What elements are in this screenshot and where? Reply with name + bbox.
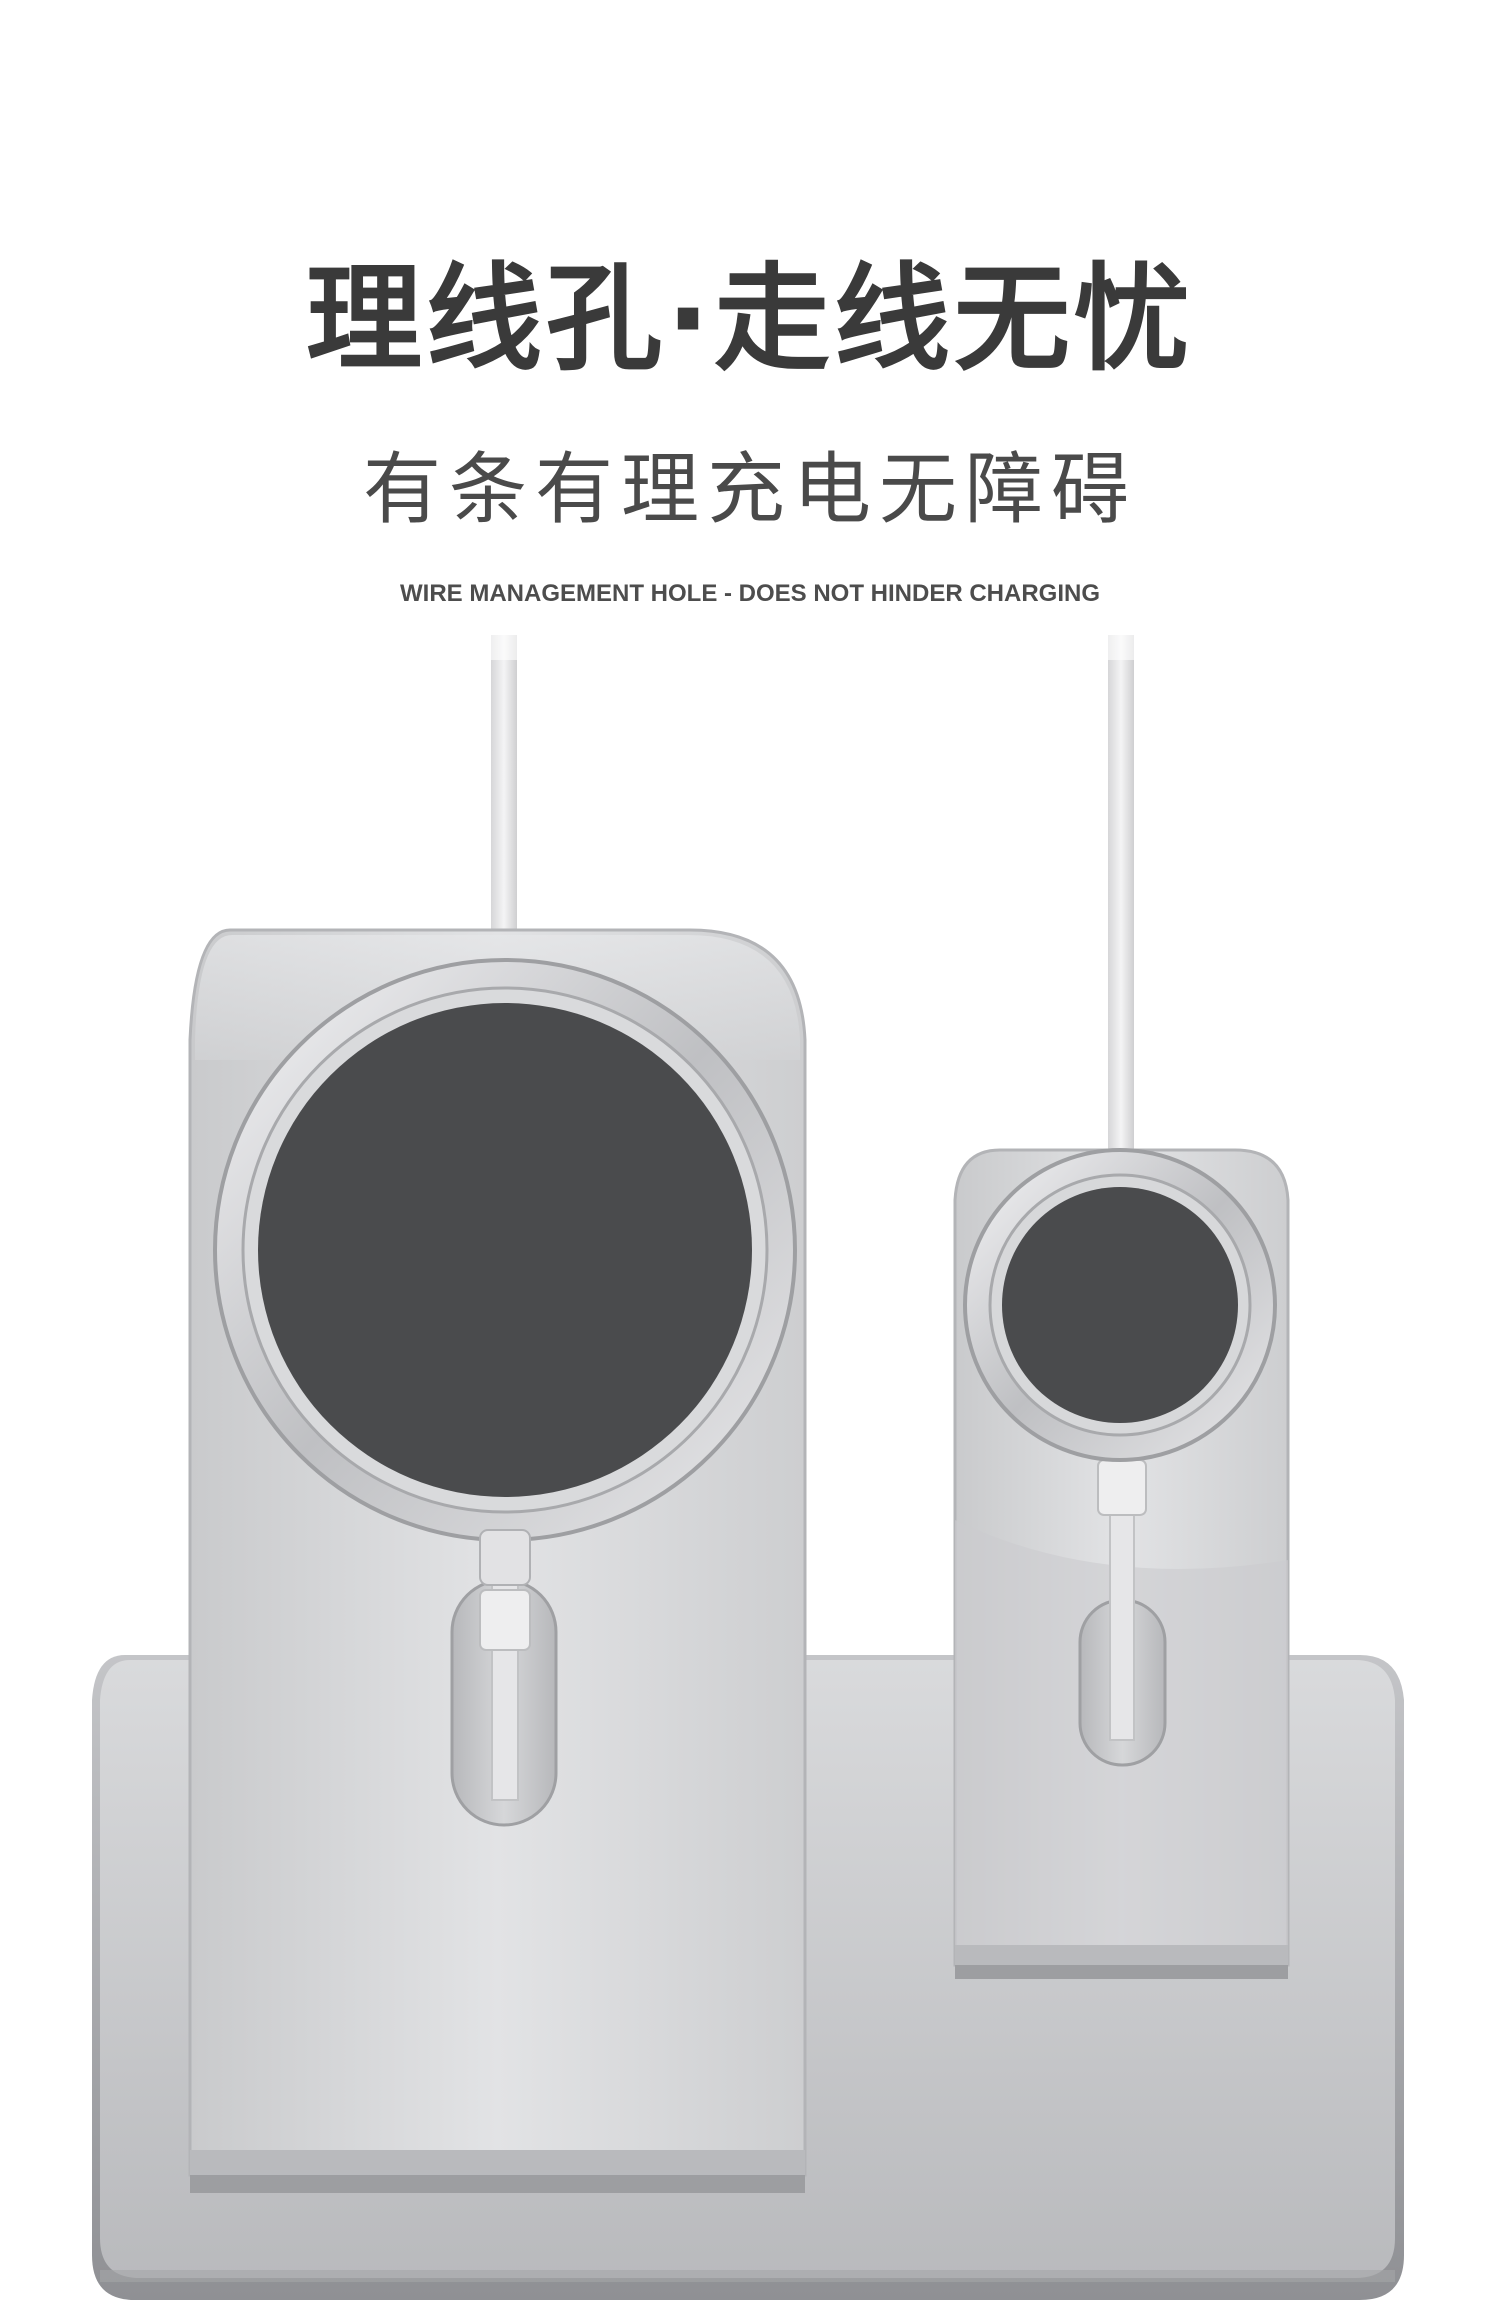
watch-stand (953, 1148, 1290, 1979)
watch-charger-pad (1002, 1187, 1238, 1423)
subheadline: 有条有理充电无障碍 (362, 445, 1137, 535)
watch-charger-cable (1108, 635, 1134, 1165)
headline: 理线孔·走线无忧 (305, 252, 1195, 387)
phone-charger-cable (491, 635, 517, 935)
phone-stand (188, 928, 807, 2193)
caption: WIRE MANAGEMENT HOLE - DOES NOT HINDER C… (400, 580, 1100, 607)
phone-charger-pad (258, 1003, 752, 1497)
